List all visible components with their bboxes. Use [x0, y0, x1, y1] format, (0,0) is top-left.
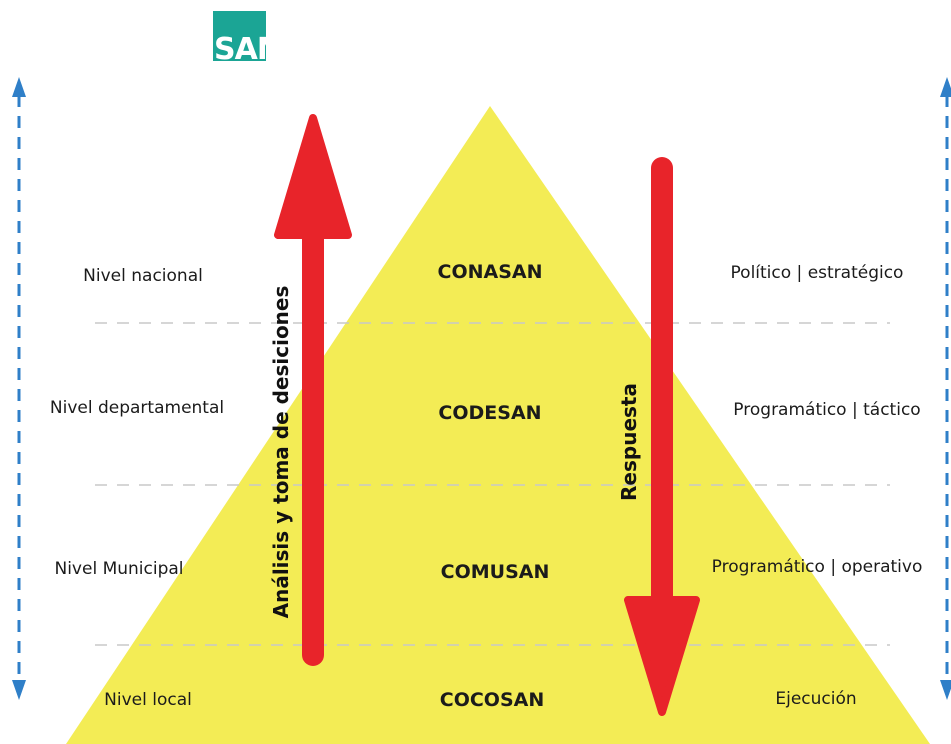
right-double-arrow — [940, 77, 951, 700]
council-cocosan: COCOSAN — [439, 689, 545, 711]
level-label-departmental: Nivel departamental — [49, 398, 225, 418]
council-codesan: CODESAN — [438, 402, 542, 424]
pyramid — [66, 106, 930, 744]
left-double-arrow — [12, 77, 26, 700]
down-arrow — [624, 157, 700, 716]
type-label-political: Político | estratégico — [730, 263, 904, 283]
level-label-local: Nivel local — [104, 690, 192, 710]
logo-text: SAN — [214, 32, 266, 61]
level-label-municipal: Nivel Municipal — [54, 559, 184, 579]
council-comusan: COMUSAN — [440, 561, 550, 583]
council-conasan: CONASAN — [437, 261, 543, 283]
down-arrow-label: Respuesta — [617, 383, 641, 501]
type-label-operative: Programático | operativo — [711, 557, 923, 577]
up-arrow-label: Análisis y toma de desiciones — [269, 285, 293, 619]
up-arrow — [274, 114, 352, 666]
type-label-tactical: Programático | táctico — [733, 400, 921, 420]
level-label-national: Nivel nacional — [83, 266, 203, 286]
type-label-execution: Ejecución — [775, 689, 857, 709]
san-logo: SAN — [213, 11, 266, 61]
